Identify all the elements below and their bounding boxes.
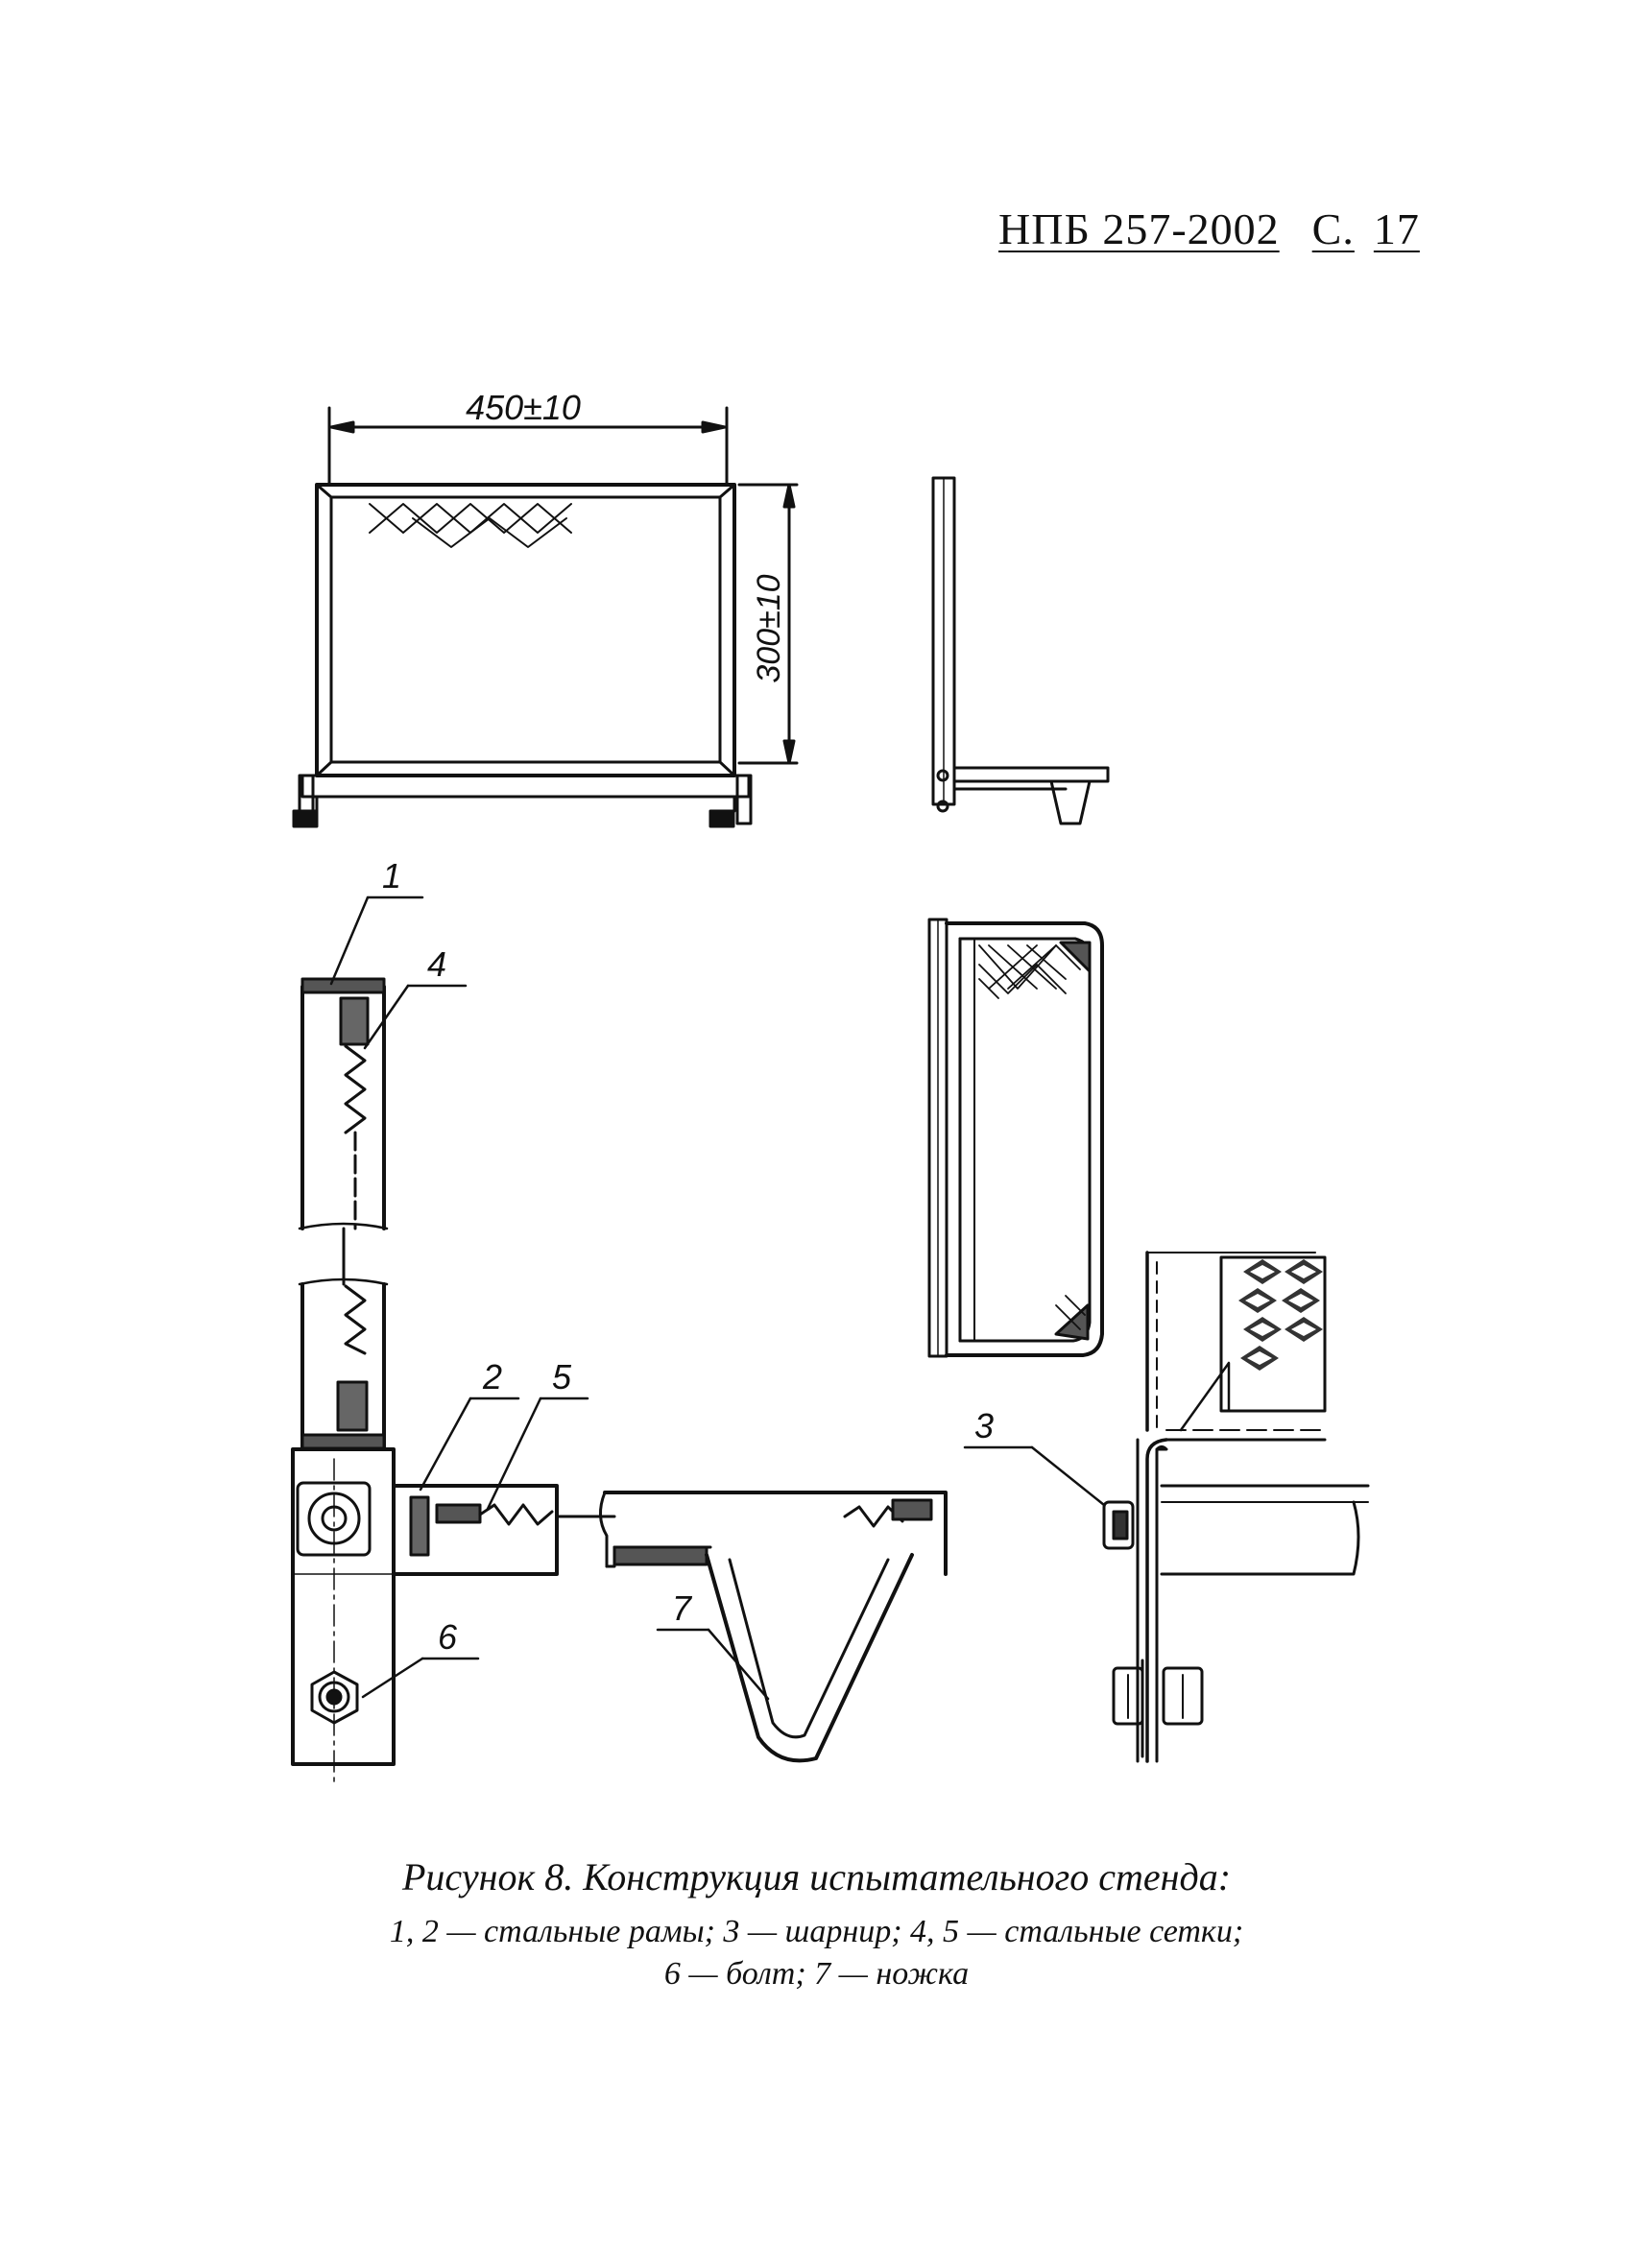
mesh-corner: [978, 944, 1081, 999]
height-label: 300±10: [751, 574, 787, 682]
side-view: [931, 476, 1110, 825]
hinge-detail-view: [1102, 1251, 1370, 1763]
inner-frame: [329, 495, 722, 764]
callout-1: 1: [382, 856, 401, 895]
section-view: [291, 977, 948, 1786]
base-bar: [300, 774, 751, 799]
leg: [705, 1553, 914, 1763]
arrow-right: [701, 420, 727, 434]
figure-caption-title: Рисунок 8. Конструкция испытательного ст…: [401, 1855, 1232, 1898]
side-leg: [1049, 779, 1092, 825]
callout-6: 6: [438, 1617, 458, 1657]
mesh-diamonds: [1238, 1259, 1323, 1371]
arrow-left: [329, 420, 355, 434]
mesh-pattern: [369, 503, 572, 548]
side-base: [952, 766, 1110, 783]
callout-7: 7: [672, 1588, 693, 1628]
frame-section-view: [927, 918, 1104, 1358]
figure-caption-line-2: 6 — болт; 7 — ножка: [663, 1956, 970, 1992]
callout-4: 4: [427, 944, 446, 984]
callout-2: 2: [482, 1357, 502, 1397]
hinge-plate: [291, 1447, 396, 1766]
document-id: НПБ 257-2002: [998, 204, 1280, 253]
callout-5: 5: [552, 1357, 572, 1397]
page-prefix: С.: [1311, 204, 1355, 253]
front-view: 450±10 300±10: [292, 388, 799, 828]
figure-caption-line-1: 1, 2 — стальные рамы; 3 — шарнир; 4, 5 —…: [389, 1914, 1244, 1949]
page-number: 17: [1373, 204, 1420, 253]
outer-frame: [315, 483, 736, 777]
page-header: НПБ 257-2002 С. 17: [998, 203, 1420, 254]
callout-3: 3: [974, 1406, 994, 1445]
width-label: 450±10: [466, 388, 581, 427]
bolt-head: [310, 1670, 359, 1725]
callouts: 1 4 2 5 6 7 3: [329, 856, 1106, 1701]
